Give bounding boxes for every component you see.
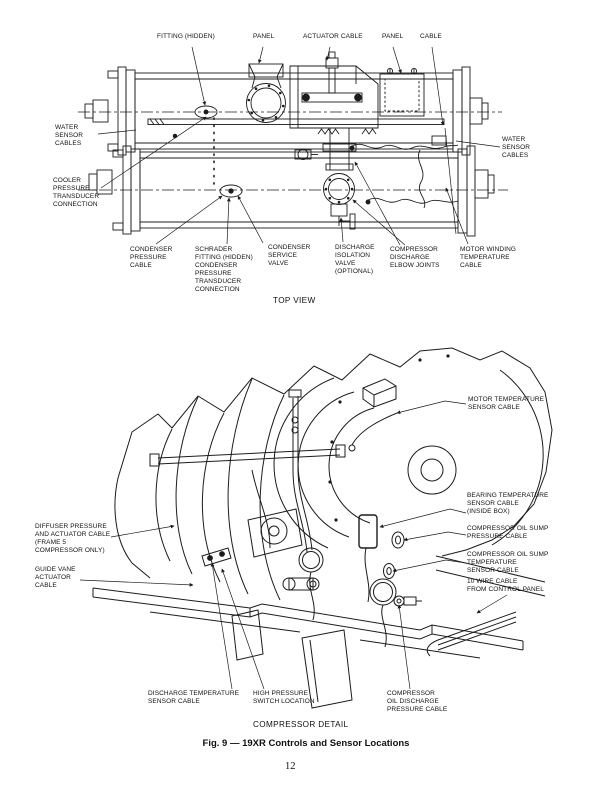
callout-cable: CABLE: [420, 33, 442, 40]
top-view-caption: TOP VIEW: [273, 296, 316, 305]
callout-compressor-oil-sump-temperature-sensor-cable: COMPRESSOR OIL SUMP TEMPERATURE SENSOR C…: [467, 551, 549, 574]
callout-guide-vane-actuator-cable: GUIDE VANE ACTUATOR CABLE: [35, 566, 76, 589]
page-number: 12: [285, 761, 296, 772]
callout-panel-right: PANEL: [382, 33, 404, 40]
callout-fitting-hidden: FITTING (HIDDEN): [157, 33, 215, 40]
top-view-drawing: [84, 66, 495, 237]
callout-compressor-oil-discharge-pressure-cable: COMPRESSOR OIL DISCHARGE PRESSURE CABLE: [387, 690, 448, 713]
callout-cooler-pressure-transducer-connection: COOLER PRESSURE TRANSDUCER CONNECTION: [53, 177, 100, 208]
callout-diffuser-pressure-and-actuator-cable: DIFFUSER PRESSURE AND ACTUATOR CABLE (FR…: [35, 523, 111, 554]
figure-caption: Fig. 9 — 19XR Controls and Sensor Locati…: [202, 738, 410, 749]
callout-motor-temperature-sensor-cable: MOTOR TEMPERATURE SENSOR CABLE: [468, 396, 545, 411]
top-view-leaders: [97, 46, 501, 246]
callout-actuator-cable: ACTUATOR CABLE: [303, 33, 363, 40]
callout-high-pressure-switch-location: HIGH PRESSURE SWITCH LOCATION: [253, 690, 315, 705]
compressor-detail-caption: COMPRESSOR DETAIL: [253, 720, 349, 729]
centerlines: [78, 111, 508, 191]
callout-condenser-service-valve: CONDENSER SERVICE VALVE: [268, 244, 311, 267]
callout-ten-wire-cable-from-control-panel: 10 WIRE CABLE FROM CONTROL PANEL: [467, 578, 544, 593]
callout-compressor-discharge-elbow-joints: COMPRESSOR DISCHARGE ELBOW JOINTS: [390, 246, 440, 269]
callout-discharge-isolation-valve: DISCHARGE ISOLATION VALVE (OPTIONAL): [335, 244, 375, 275]
callout-schrader-fitting: SCHRADER FITTING (HIDDEN) CONDENSER PRES…: [195, 246, 253, 293]
callout-panel-left: PANEL: [253, 33, 275, 40]
callout-motor-winding-temperature-cable: MOTOR WINDING TEMPERATURE CABLE: [460, 246, 517, 269]
callout-water-sensor-cables-right: WATER SENSOR CABLES: [502, 136, 531, 159]
callout-compressor-oil-sump-pressure-cable: COMPRESSOR OIL SUMP PRESSURE CABLE: [467, 525, 549, 540]
callout-condenser-pressure-cable: CONDENSER PRESSURE CABLE: [130, 246, 173, 269]
callout-water-sensor-cables-left: WATER SENSOR CABLES: [55, 124, 84, 147]
callout-bearing-temperature-sensor-cable: BEARING TEMPERATURE SENSOR CABLE (INSIDE…: [467, 492, 549, 515]
compressor-detail-leaders: [79, 400, 508, 690]
callout-discharge-temperature-sensor-cable: DISCHARGE TEMPERATURE SENSOR CABLE: [148, 690, 240, 705]
compressor-detail-drawing: [92, 347, 553, 709]
